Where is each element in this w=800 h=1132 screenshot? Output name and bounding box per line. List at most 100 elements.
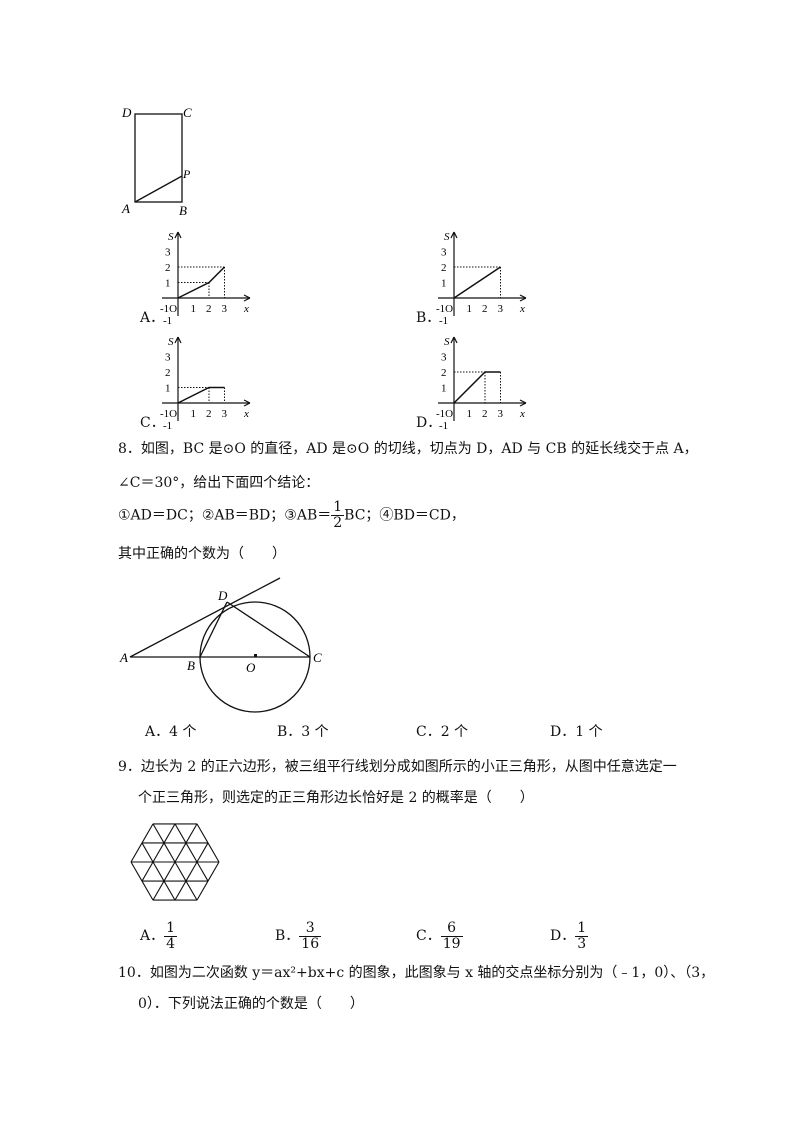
neg-one-label: -1 xyxy=(439,420,448,431)
x-axis-arrow xyxy=(243,294,251,302)
origin-label: -1O xyxy=(160,303,177,315)
grid-edge xyxy=(163,861,176,882)
q8-option-d: D．1 个 xyxy=(550,724,603,740)
q9-hexagon-figure xyxy=(130,823,220,901)
x-label: x xyxy=(519,303,525,315)
grid-edge xyxy=(130,842,143,863)
chord-db xyxy=(199,601,228,658)
neg-one-label: -1 xyxy=(439,315,448,326)
grid-edge xyxy=(130,861,143,882)
label-c: C xyxy=(313,650,322,665)
s-label: S xyxy=(168,231,174,243)
neg-one-label: -1 xyxy=(163,315,172,326)
rectangle-abcd xyxy=(134,113,183,203)
y-tick-label: 3 xyxy=(165,247,171,259)
q7-option-d-label: D． xyxy=(416,415,442,431)
grid-edge xyxy=(185,861,198,882)
x-label: x xyxy=(243,303,249,315)
origin-label: -1O xyxy=(436,303,453,315)
x-tick-label: 2 xyxy=(482,303,488,315)
function-line xyxy=(177,266,226,299)
x-label: x xyxy=(519,408,525,420)
center-point xyxy=(254,654,257,657)
q8-line-3-b: BC；④BD＝CD， xyxy=(344,507,465,524)
grid-edge xyxy=(141,861,154,882)
grid-edge xyxy=(185,823,198,844)
y-tick-label: 2 xyxy=(165,262,171,274)
y-tick-label: 2 xyxy=(441,367,447,379)
function-line xyxy=(453,266,501,299)
x-tick-label: 1 xyxy=(191,303,197,315)
q8-option-b: B．3 个 xyxy=(277,724,329,740)
x-tick-label: 1 xyxy=(467,303,473,315)
s-label: S xyxy=(168,336,174,348)
y-tick-label: 3 xyxy=(165,352,171,364)
q8-line-4: 其中正确的个数为（ ） xyxy=(118,546,286,562)
label-b: B xyxy=(187,658,195,673)
q8-option-a: A．4 个 xyxy=(145,724,197,740)
x-tick-label: 2 xyxy=(206,303,212,315)
label-b: B xyxy=(179,203,187,218)
y-tick-label: 1 xyxy=(441,383,447,395)
origin-label: -1O xyxy=(160,408,177,420)
grid-edge xyxy=(196,842,209,863)
q8-line-3-a: ①AD＝DC；②AB＝BD；③AB＝ xyxy=(118,507,332,524)
y-axis-arrow xyxy=(450,231,458,239)
grid-edge xyxy=(163,842,176,863)
segment-ap xyxy=(134,175,183,203)
x-tick-label: 3 xyxy=(498,408,504,420)
y-tick-label: 2 xyxy=(441,262,447,274)
y-axis-arrow xyxy=(174,231,182,239)
y-tick-label: 1 xyxy=(165,278,171,290)
y-axis-arrow xyxy=(174,336,182,344)
x-tick-label: 1 xyxy=(467,408,473,420)
grid-edge xyxy=(185,880,198,901)
grid-edge xyxy=(163,880,176,901)
grid-edge xyxy=(174,861,187,882)
x-label: x xyxy=(243,408,249,420)
grid-edge xyxy=(185,842,198,863)
x-tick-label: 3 xyxy=(222,303,228,315)
function-line xyxy=(453,371,501,404)
y-tick-label: 3 xyxy=(441,352,447,364)
q9-line-2: 个正三角形，则选定的正三角形边长恰好是 2 的概率是（ ） xyxy=(138,790,534,806)
label-d: D xyxy=(121,105,132,120)
x-axis-arrow xyxy=(519,294,527,302)
grid-edge xyxy=(141,842,154,863)
x-tick-label: 2 xyxy=(482,408,488,420)
grid-edge xyxy=(207,861,220,882)
q7-rectangle-figure: D C P A B xyxy=(121,105,192,218)
grid-edge xyxy=(141,880,154,901)
grid-edge xyxy=(174,880,187,901)
origin-label: -1O xyxy=(436,408,453,420)
y-tick-label: 3 xyxy=(441,247,447,259)
grid-edge xyxy=(152,861,165,882)
grid-edge xyxy=(174,842,187,863)
q7-option-a-label: A． xyxy=(140,310,165,326)
y-axis-arrow xyxy=(450,336,458,344)
s-label: S xyxy=(444,336,450,348)
x-tick-label: 3 xyxy=(222,408,228,420)
tangent-ad xyxy=(129,577,281,658)
grid-edge xyxy=(196,861,209,882)
q10-line-2: 0）．下列说法正确的个数是（ ） xyxy=(138,996,364,1012)
q8-line-1: 8．如图，BC 是⊙O 的直径，AD 是⊙O 的切线，切点为 D，AD 与 CB… xyxy=(118,441,698,457)
grid-edge xyxy=(141,823,154,844)
label-c: C xyxy=(183,105,192,120)
q10-line-1: 10．如图为二次函数 y＝ax²+bx+c 的图象，此图象与 x 轴的交点坐标分… xyxy=(118,965,715,981)
grid-edge xyxy=(196,823,209,844)
y-tick-label: 1 xyxy=(165,383,171,395)
grid-edge xyxy=(163,823,176,844)
